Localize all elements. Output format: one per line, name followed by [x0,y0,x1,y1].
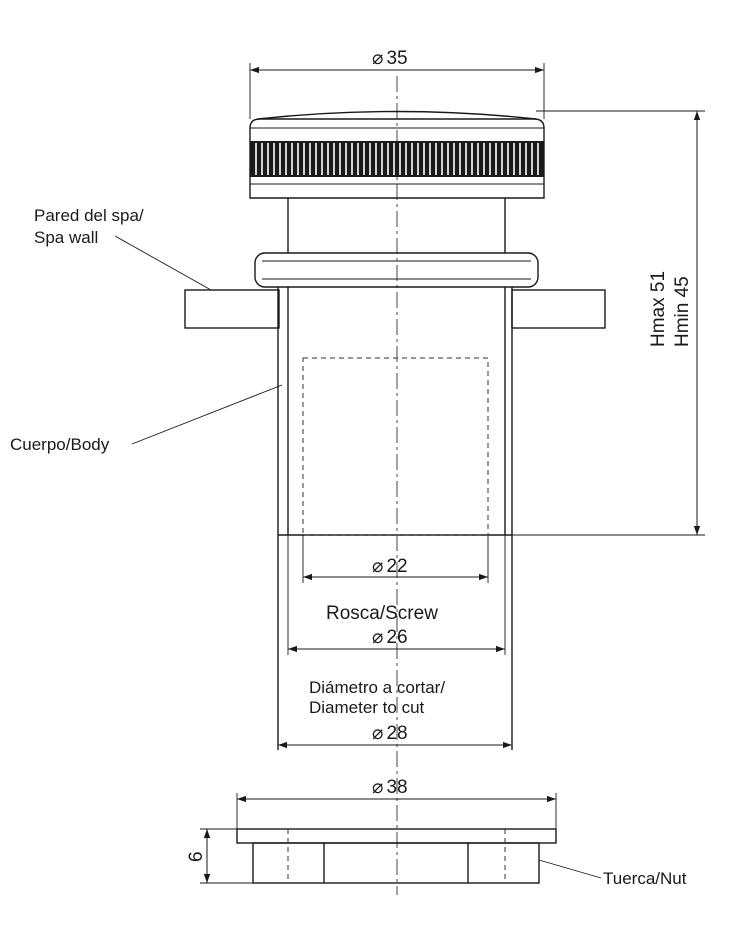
cut-label-line2: Diameter to cut [309,698,425,717]
leader-spa-wall: Pared del spa/ Spa wall [34,206,212,291]
spa-wall [184,289,606,329]
spa-wall-label-line1: Pared del spa/ [34,206,144,225]
svg-text:⌀26: ⌀26 [372,627,408,648]
cut-label-line1: Diámetro a cortar/ [309,678,445,697]
knurl-lines [255,143,539,175]
nut [236,828,557,884]
svg-text:⌀38: ⌀38 [372,777,408,798]
hmin-label: Hmin 45 [672,276,693,347]
dim-cut-diameter: Diámetro a cortar/ Diameter to cut ⌀28 [278,678,512,749]
inner-diameter-value: 22 [386,556,407,577]
svg-text:⌀28: ⌀28 [372,723,408,744]
cut-diameter-value: 28 [386,723,407,744]
screw-diameter-value: 26 [386,627,407,648]
screw-label: Rosca/Screw [326,603,438,624]
diameter-symbol: ⌀ [372,48,383,69]
neck [287,198,506,253]
dim-height: Hmax 51 Hmin 45 [512,110,705,536]
leader-body: Cuerpo/Body [10,384,283,454]
flange [254,252,539,288]
inner-hidden-bore [302,357,489,536]
dim-nut-height: 6 [186,828,253,884]
dim-cap-diameter: ⌀35 [249,48,545,119]
body [277,287,513,750]
body-label: Cuerpo/Body [10,435,110,454]
dim-screw-diameter: Rosca/Screw ⌀26 [288,603,505,653]
knurled-band [250,141,544,177]
nut-diameter-value: 38 [386,777,407,798]
nut-height-value: 6 [186,851,207,862]
svg-text:⌀22: ⌀22 [372,556,408,577]
leader-nut: Tuerca/Nut [538,859,687,888]
cap [249,110,545,199]
dim-nut-diameter: ⌀38 [236,777,557,829]
nut-label: Tuerca/Nut [603,869,687,888]
dim-inner-diameter: ⌀22 [303,556,488,581]
svg-text:⌀35: ⌀35 [372,48,408,69]
cap-diameter-value: 35 [386,48,407,69]
spa-wall-label-line2: Spa wall [34,228,98,247]
hmax-label: Hmax 51 [648,271,669,347]
